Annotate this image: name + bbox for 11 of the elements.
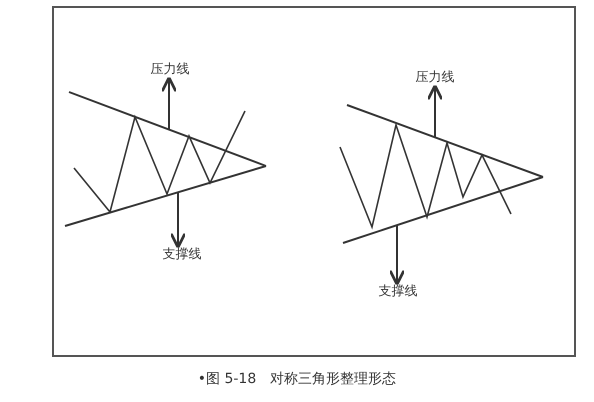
line-label: 压力线 (409, 70, 461, 86)
arrow (160, 76, 178, 130)
line-label: 支撑线 (372, 284, 424, 300)
arrow (170, 192, 186, 249)
arrow (426, 84, 444, 138)
line-label: 支撑线 (156, 247, 208, 263)
arrow (388, 225, 406, 286)
symmetric-triangle-drawing (339, 104, 544, 244)
symmetric-triangle-drawing (64, 91, 266, 227)
line-label: 压力线 (144, 62, 196, 78)
figure-caption: •图 5-18 对称三角形整理形态 (198, 371, 396, 387)
